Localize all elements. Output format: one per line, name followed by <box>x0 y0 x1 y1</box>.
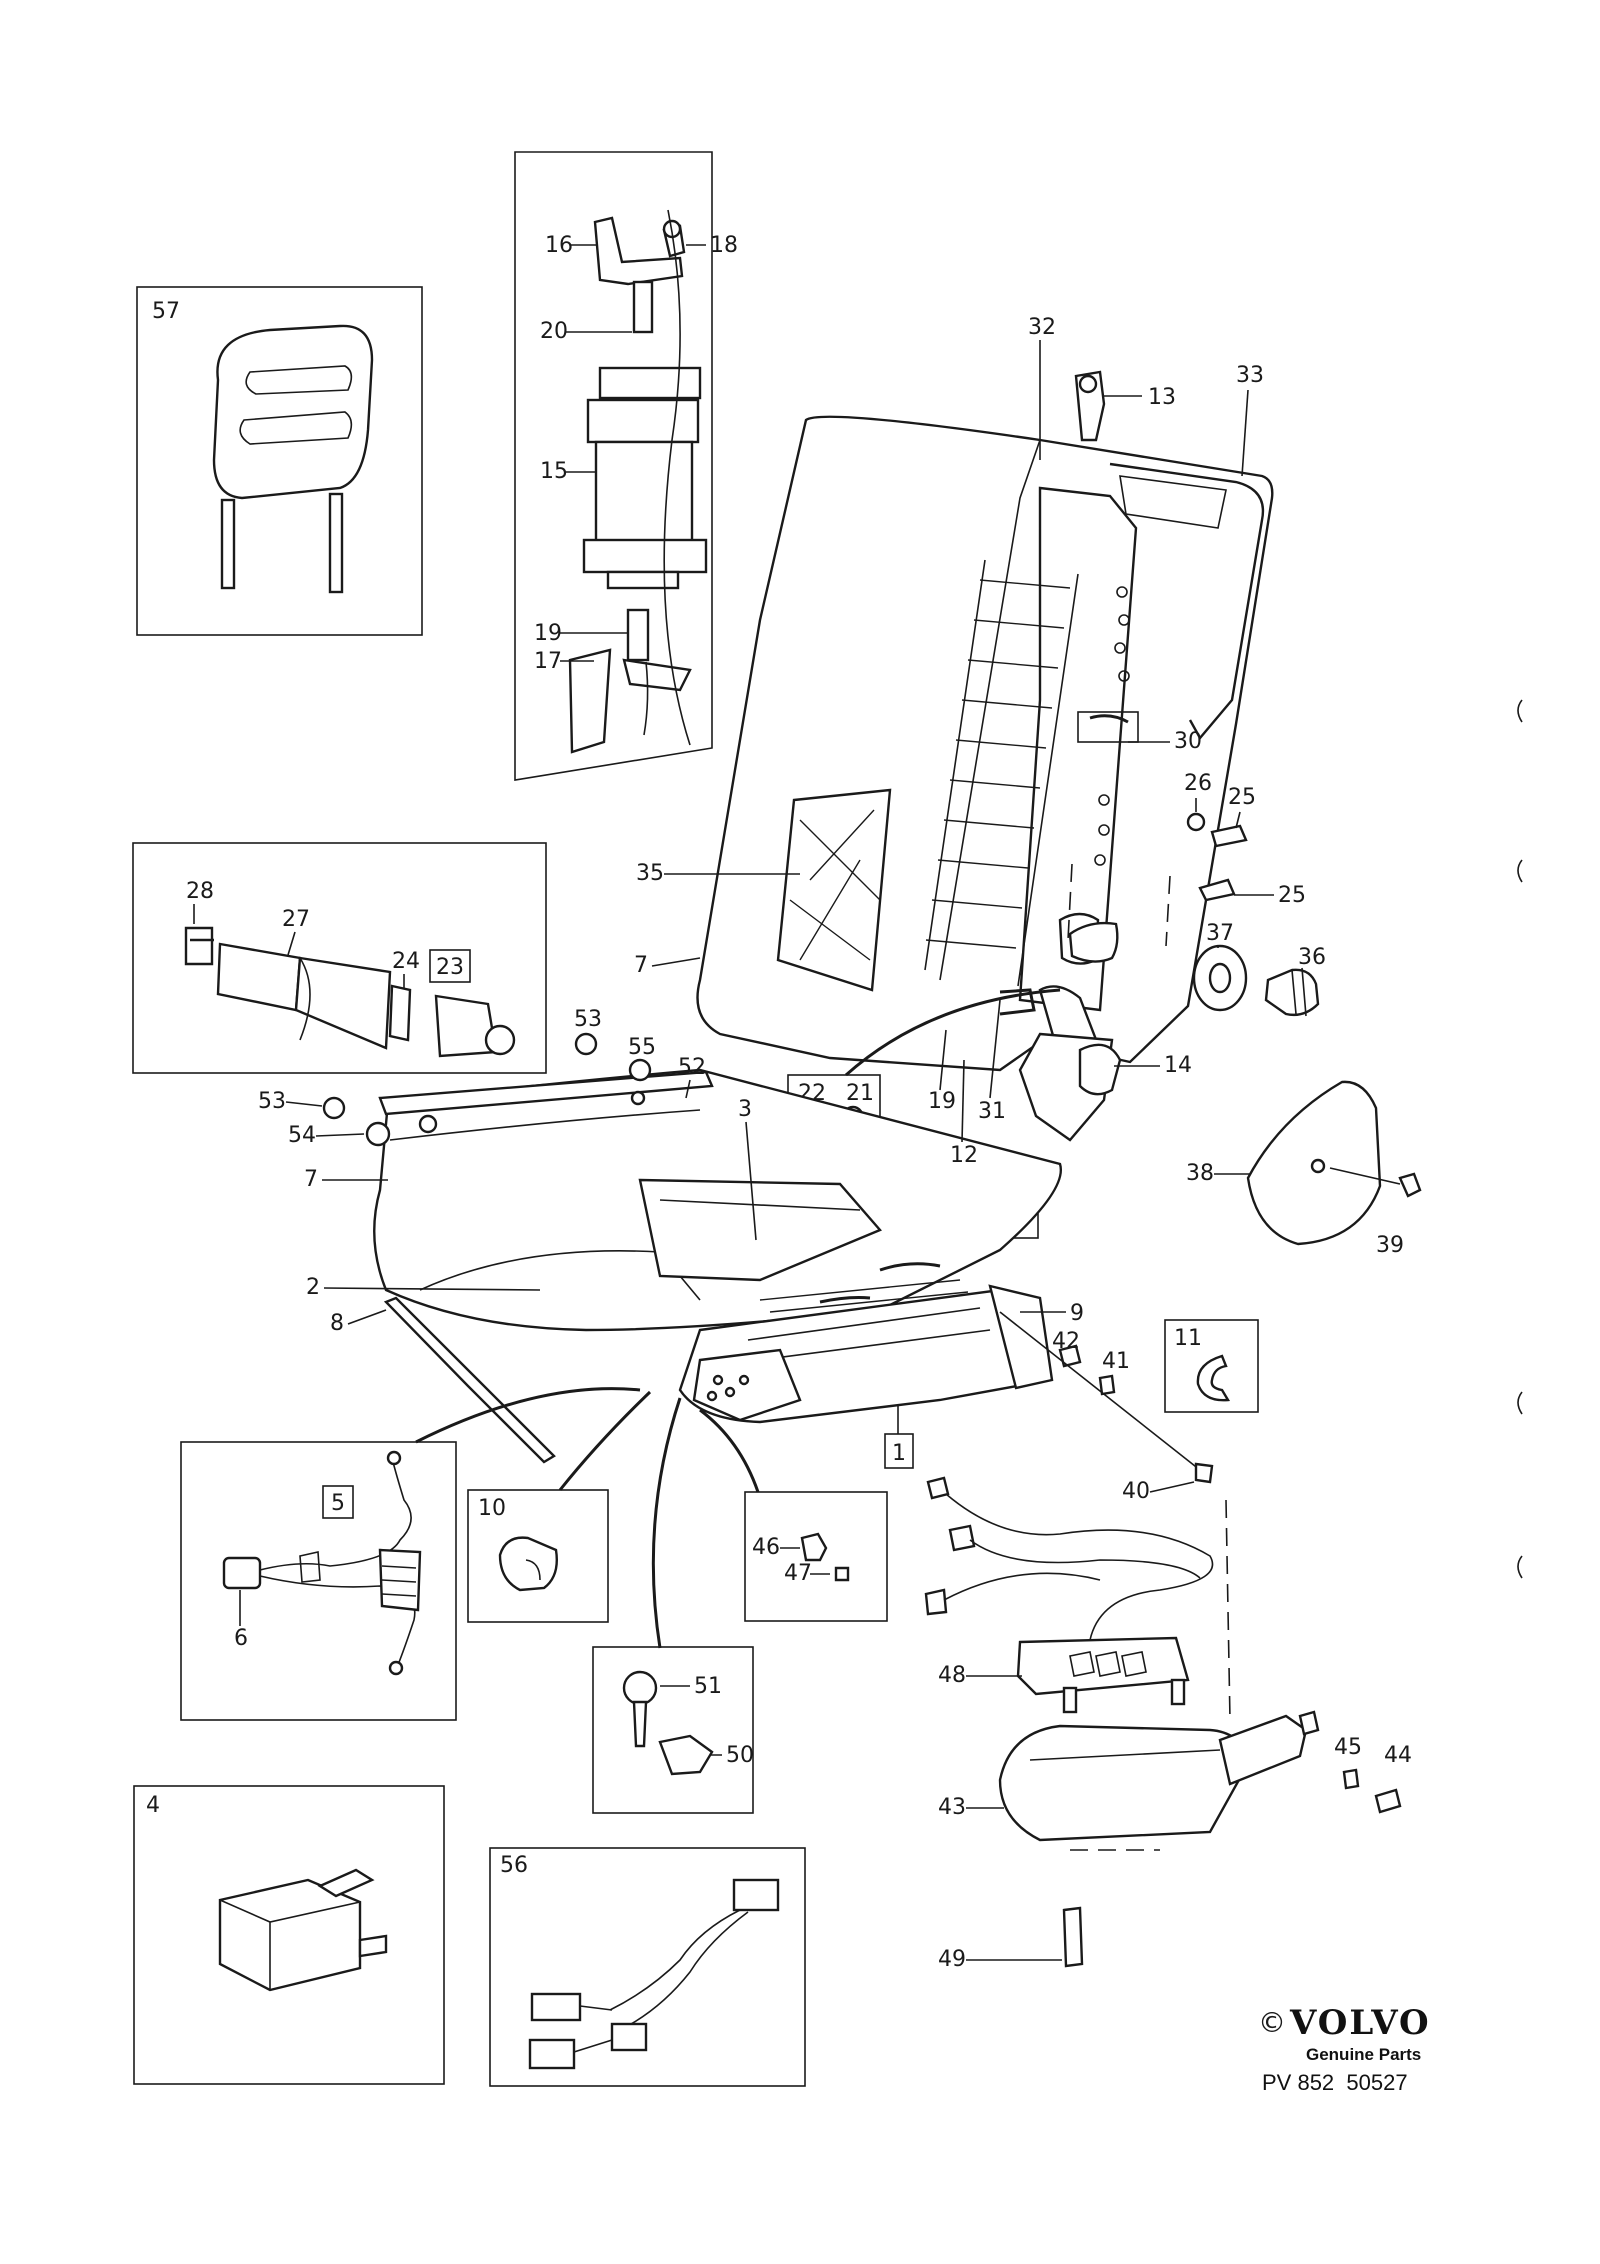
seat-frame-illustration <box>678 1262 1214 1484</box>
headrest-guide-13 <box>1074 370 1106 442</box>
part-label-35: 35 <box>636 861 664 886</box>
side-cover-38 <box>1246 1080 1422 1246</box>
inset-box-50-51: 51 50 <box>592 1646 754 1814</box>
wiring-illustration <box>222 1450 422 1676</box>
copyright-symbol: © <box>1258 2006 1286 2039</box>
part-label-44: 44 <box>1384 1743 1412 1768</box>
part-label-32: 32 <box>1028 315 1056 340</box>
seat-cushion-illustration <box>373 1068 1063 1332</box>
diagram-code: PV 852 50527 <box>1262 2070 1408 2095</box>
knob-36-washer-37 <box>1068 921 1320 1017</box>
screws-25-26 <box>1186 812 1248 902</box>
genuine-parts-text: Genuine Parts <box>1306 2045 1421 2064</box>
part-label-8: 8 <box>330 1311 344 1336</box>
seat-switch-harness-illustration <box>924 1476 1402 1968</box>
part-label-56: 56 <box>500 1853 528 1878</box>
part-labels-main: 32 33 13 30 26 25 25 35 7 37 36 14 19 31… <box>258 315 1412 1972</box>
inset-box-46-47: 46 47 <box>744 1491 888 1622</box>
part-label-19a: 19 <box>534 621 562 646</box>
part-label-50: 50 <box>726 1743 754 1768</box>
part-label-38: 38 <box>1186 1161 1214 1186</box>
part-label-57: 57 <box>152 299 180 324</box>
part-label-19b: 19 <box>928 1089 956 1114</box>
headrest-illustration <box>212 324 374 594</box>
part-label-41: 41 <box>1102 1349 1130 1374</box>
part-label-12: 12 <box>950 1143 978 1168</box>
part-label-14: 14 <box>1164 1053 1192 1078</box>
part-label-40: 40 <box>1122 1479 1150 1504</box>
part-label-43: 43 <box>938 1795 966 1820</box>
backrest-slats <box>924 559 1079 987</box>
part-label-46: 46 <box>752 1535 780 1560</box>
motor-illustration <box>568 209 708 754</box>
part-label-11: 11 <box>1174 1326 1202 1351</box>
part-label-47: 47 <box>784 1561 812 1586</box>
part-label-9: 9 <box>1070 1301 1084 1326</box>
part-label-48: 48 <box>938 1663 966 1688</box>
inset-box-motor-assembly: 16 18 20 15 19 17 <box>514 151 738 781</box>
part-label-2: 2 <box>306 1275 320 1300</box>
margin-marks <box>1517 699 1523 1579</box>
part-label-31: 31 <box>978 1099 1006 1124</box>
part-label-18: 18 <box>710 233 738 258</box>
inset-box-headrest-57: 57 <box>136 286 423 636</box>
volvo-footer: © VOLVO Genuine Parts PV 852 50527 <box>1258 2003 1431 2095</box>
inset-box-4: 4 <box>133 1785 445 2085</box>
part-label-55: 55 <box>628 1035 656 1060</box>
part-label-36: 36 <box>1298 945 1326 970</box>
part-label-54: 54 <box>288 1123 316 1148</box>
part-label-37: 37 <box>1206 921 1234 946</box>
backrest-side-panel-holes <box>1094 586 1130 866</box>
part-label-6: 6 <box>234 1626 248 1651</box>
part-label-28: 28 <box>186 879 214 904</box>
part-label-45: 45 <box>1334 1735 1362 1760</box>
part-label-52: 52 <box>678 1055 706 1080</box>
part-label-30: 30 <box>1174 729 1202 754</box>
part-label-5: 5 <box>331 1491 345 1516</box>
part-label-49: 49 <box>938 1947 966 1972</box>
part-label-10: 10 <box>478 1496 506 1521</box>
seat-backrest-illustration <box>696 415 1274 1142</box>
part-label-24: 24 <box>392 949 420 974</box>
part-label-25b: 25 <box>1278 883 1306 908</box>
inset-box-11: 11 <box>1164 1319 1259 1413</box>
inset-box-wiring-5-6: 5 6 <box>180 1441 457 1721</box>
fasteners-53-54-55 <box>322 1032 652 1147</box>
relay-illustration <box>218 1868 388 1992</box>
part-label-51: 51 <box>694 1674 722 1699</box>
part-label-39: 39 <box>1376 1233 1404 1258</box>
part-label-25a: 25 <box>1228 785 1256 810</box>
part-label-17: 17 <box>534 649 562 674</box>
part-label-1: 1 <box>892 1441 906 1466</box>
part-label-27: 27 <box>282 907 310 932</box>
inset-box-10: 10 <box>467 1489 609 1623</box>
part-label-53a: 53 <box>574 1007 602 1032</box>
part-label-15: 15 <box>540 459 568 484</box>
part-label-23: 23 <box>436 955 464 980</box>
inset-box-56: 56 <box>489 1847 806 2087</box>
part-label-13: 13 <box>1148 385 1176 410</box>
part-label-7b: 7 <box>304 1167 318 1192</box>
part-label-16: 16 <box>545 233 573 258</box>
part-label-7a: 7 <box>634 953 648 978</box>
part-label-20: 20 <box>540 319 568 344</box>
rail-8 <box>383 1296 556 1464</box>
part-label-53b: 53 <box>258 1089 286 1114</box>
part-label-21: 21 <box>846 1081 874 1106</box>
inset-box-control-unit: 28 27 24 23 <box>132 842 547 1074</box>
control-unit-illustration <box>184 926 516 1058</box>
part-label-26: 26 <box>1184 771 1212 796</box>
brand-logo-text: VOLVO <box>1289 2003 1431 2043</box>
part-label-4: 4 <box>146 1793 160 1818</box>
part-label-33: 33 <box>1236 363 1264 388</box>
part-label-3: 3 <box>738 1097 752 1122</box>
harness-illustration <box>528 1878 780 2070</box>
part-label-42: 42 <box>1052 1329 1080 1354</box>
leader-curves <box>415 988 1061 1649</box>
